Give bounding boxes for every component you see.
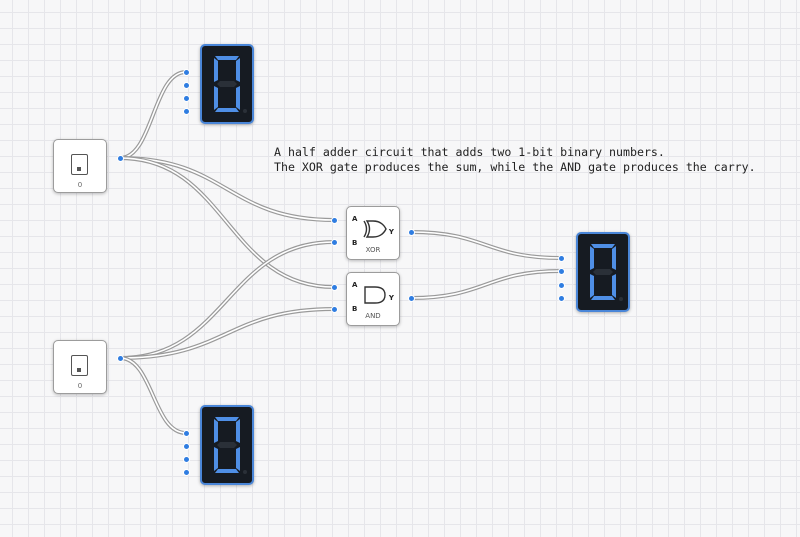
seven-segment-digit-icon	[214, 56, 247, 113]
segment-b	[236, 419, 240, 443]
and-gate-label: AND	[365, 312, 381, 320]
segment-d	[215, 108, 239, 112]
toggle-switch-icon[interactable]	[71, 355, 88, 376]
seven-segment-digit-icon	[214, 417, 247, 474]
seven-segment-display-b[interactable]	[200, 405, 254, 485]
toggle-switch-icon[interactable]	[71, 154, 88, 175]
display-a-input-port-3[interactable]	[183, 95, 189, 101]
xor-output-port[interactable]	[408, 229, 414, 235]
and-output-port[interactable]	[408, 295, 414, 301]
wire-switch-a-to-xor-a[interactable]	[118, 156, 336, 222]
segment-g	[217, 442, 237, 448]
segment-a	[215, 417, 239, 421]
switch-a-output-port[interactable]	[117, 155, 123, 161]
display-a-input-port-4[interactable]	[183, 108, 189, 114]
segment-b	[236, 58, 240, 82]
wire-switch-b-to-xor-b[interactable]	[118, 240, 336, 360]
segment-g	[217, 81, 237, 87]
circuit-description: A half adder circuit that adds two 1-bit…	[274, 145, 756, 175]
and-gate-icon	[364, 286, 386, 304]
wire-switch-a-to-and-a[interactable]	[118, 156, 336, 289]
input-switch-b[interactable]: 0	[53, 340, 107, 394]
display-b-input-port-3[interactable]	[183, 456, 189, 462]
xor-output-y-label: Y	[388, 228, 394, 236]
and-input-b-label: B	[352, 305, 358, 313]
segment-e	[214, 86, 218, 110]
and-output-y-label: Y	[388, 294, 394, 302]
seven-segment-digit-icon	[590, 244, 623, 301]
description-line-1: A half adder circuit that adds two 1-bit…	[274, 145, 665, 159]
segment-a	[215, 56, 239, 60]
segment-g	[593, 269, 613, 275]
xor-input-b-label: B	[352, 239, 358, 247]
segment-e	[214, 447, 218, 471]
segment-e	[590, 274, 594, 298]
segment-d	[591, 296, 615, 300]
description-line-2: The XOR gate produces the sum, while the…	[274, 160, 756, 174]
wire-switch-a-to-display-a[interactable]	[118, 70, 188, 160]
display-result-input-port-2[interactable]	[558, 268, 564, 274]
segment-a	[591, 244, 615, 248]
wire-switch-b-to-and-b[interactable]	[118, 307, 336, 360]
display-result-input-port-4[interactable]	[558, 295, 564, 301]
segment-f	[590, 246, 594, 270]
segment-c	[236, 447, 240, 471]
xor-input-b-port[interactable]	[331, 239, 337, 245]
segment-d	[215, 469, 239, 473]
wire-xor-to-result[interactable]	[409, 230, 563, 260]
switch-b-output-port[interactable]	[117, 355, 123, 361]
display-b-input-port-1[interactable]	[183, 430, 189, 436]
xor-gate-label: XOR	[365, 246, 381, 254]
segment-f	[214, 58, 218, 82]
display-b-input-port-2[interactable]	[183, 443, 189, 449]
xor-gate[interactable]: A B Y XOR	[346, 206, 400, 260]
seven-segment-display-a[interactable]	[200, 44, 254, 124]
decimal-point	[619, 297, 623, 301]
segment-f	[214, 419, 218, 443]
input-switch-a[interactable]: 0	[53, 139, 107, 193]
segment-c	[236, 86, 240, 110]
display-b-input-port-4[interactable]	[183, 469, 189, 475]
wire-and-to-result[interactable]	[409, 269, 563, 300]
display-a-input-port-2[interactable]	[183, 82, 189, 88]
seven-segment-display-result[interactable]	[576, 232, 630, 312]
and-input-a-port[interactable]	[331, 284, 337, 290]
display-result-input-port-3[interactable]	[558, 282, 564, 288]
and-input-a-label: A	[352, 281, 358, 289]
decimal-point	[243, 470, 247, 474]
xor-input-a-label: A	[352, 215, 358, 223]
xor-input-a-port[interactable]	[331, 217, 337, 223]
xor-gate-icon	[363, 220, 387, 238]
wire-switch-b-to-display-b[interactable]	[118, 356, 188, 435]
segment-b	[612, 246, 616, 270]
segment-c	[612, 274, 616, 298]
display-result-input-port-1[interactable]	[558, 255, 564, 261]
and-gate[interactable]: A B Y AND	[346, 272, 400, 326]
switch-a-value: 0	[77, 181, 83, 189]
and-input-b-port[interactable]	[331, 306, 337, 312]
switch-b-value: 0	[77, 382, 83, 390]
decimal-point	[243, 109, 247, 113]
display-a-input-port-1[interactable]	[183, 69, 189, 75]
